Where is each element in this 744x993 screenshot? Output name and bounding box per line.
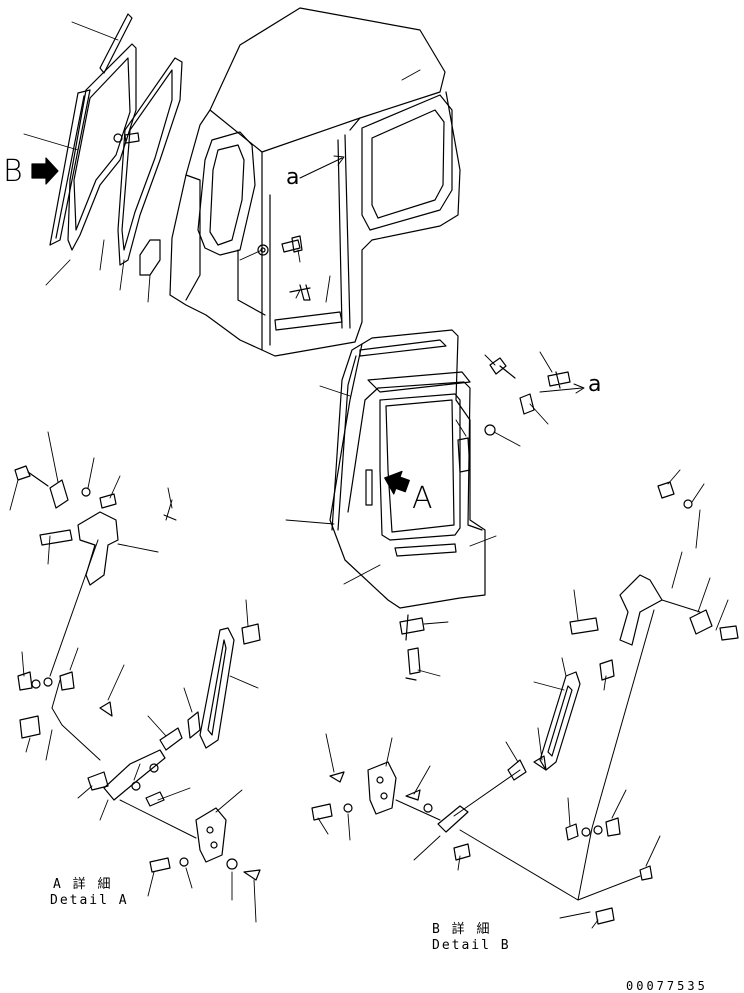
view-label-a: A — [412, 481, 433, 516]
detail-a-caption-en: Detail A — [50, 893, 129, 908]
door-assembly — [330, 330, 485, 608]
detail-a-caption-jp: A 詳 細 — [53, 877, 113, 892]
ref-label-a-right: a — [588, 372, 602, 397]
cab-body — [170, 8, 460, 356]
detail-a-parts — [15, 466, 260, 880]
detail-b-parts — [312, 482, 738, 924]
door-bolts — [400, 358, 570, 680]
leader-lines — [10, 22, 728, 928]
detail-b-caption-jp: B 詳 細 — [432, 922, 492, 937]
view-arrow-a — [381, 467, 412, 498]
view-label-b: B — [3, 154, 23, 189]
detail-b-caption-en: Detail B — [432, 938, 511, 953]
ref-arrow-a-upper — [300, 156, 344, 178]
ref-arrow-a-right — [540, 384, 584, 393]
detail-a-rods — [50, 500, 196, 838]
part-code: 00077535 — [626, 979, 708, 993]
view-arrow-b — [32, 158, 58, 184]
detail-b-rods — [396, 600, 700, 900]
ref-label-a-upper: a — [286, 165, 300, 190]
side-window-assembly — [50, 14, 182, 275]
